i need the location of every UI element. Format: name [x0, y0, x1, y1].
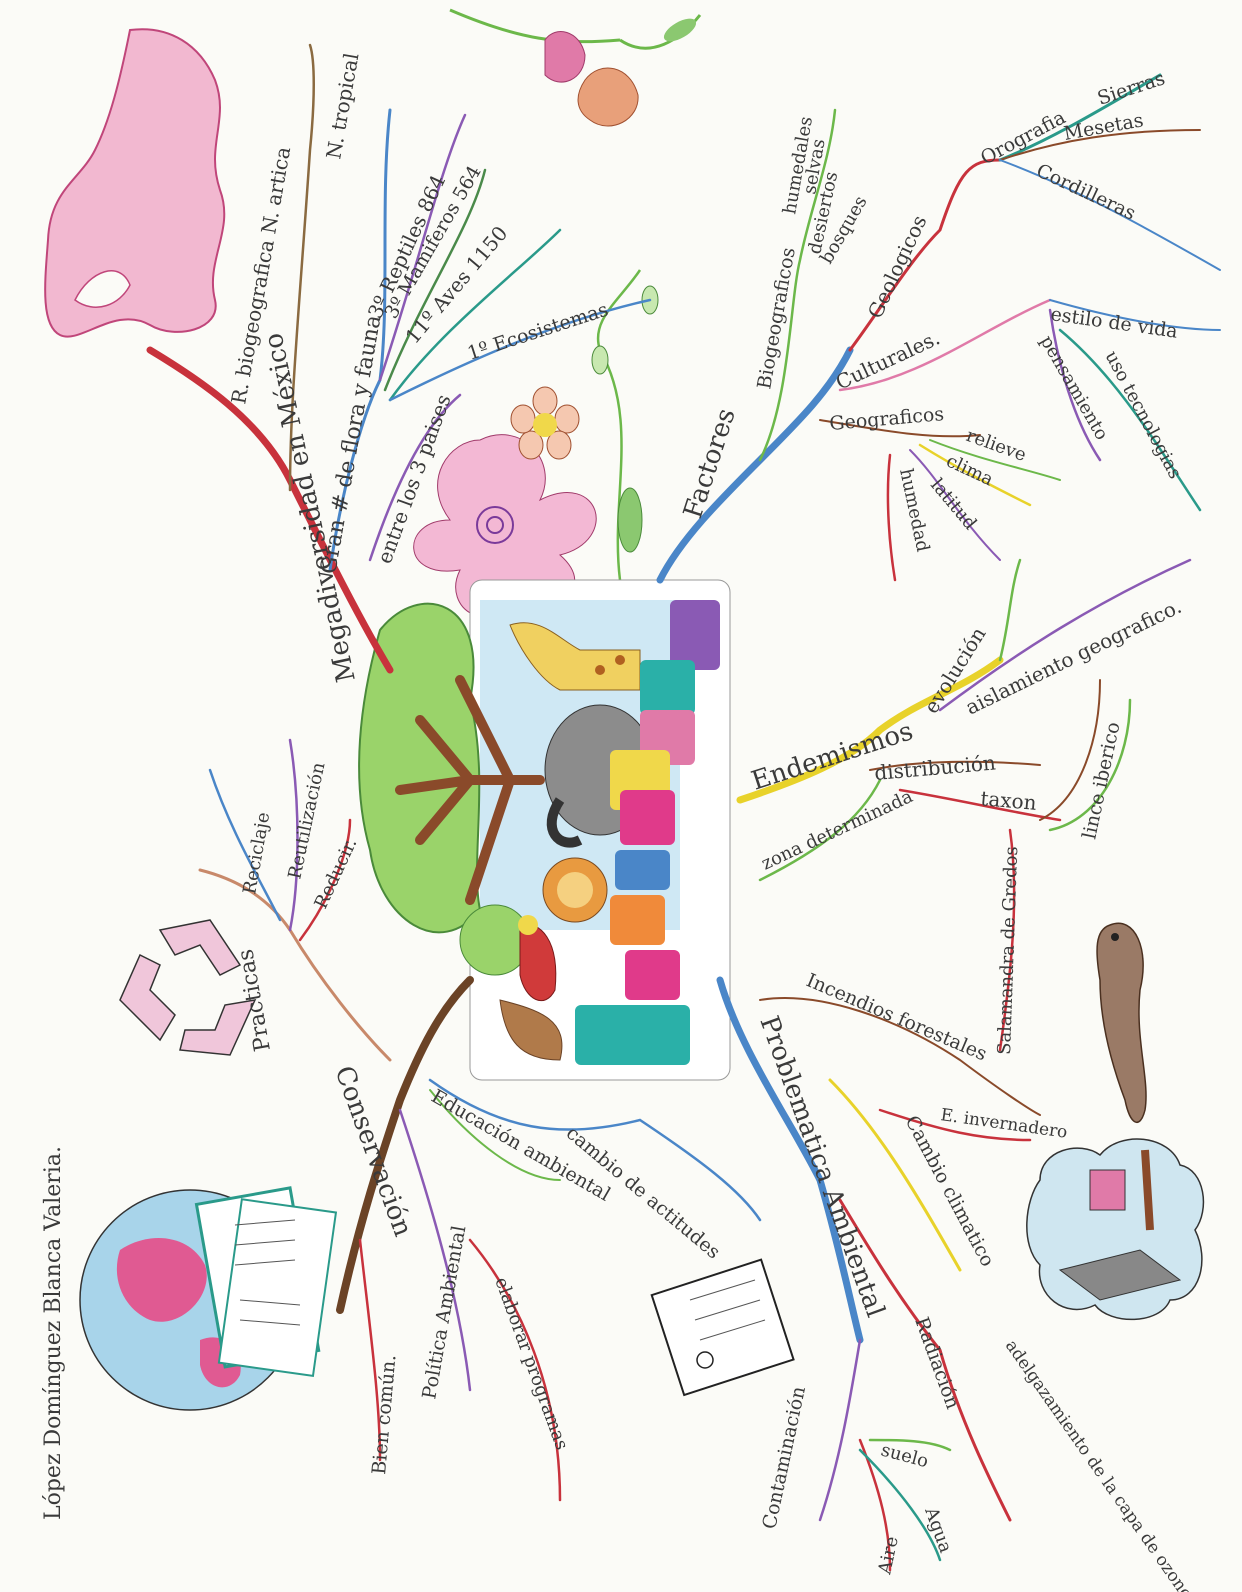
author-name: López Domínguez Blanca Valeria.	[41, 1146, 66, 1520]
prob-child-5: Contaminación	[758, 1384, 810, 1531]
factor-geog-3: humedad	[895, 467, 933, 554]
factor-geog-2: latitud	[926, 475, 981, 534]
center-illustration	[359, 580, 730, 1080]
endem-child-2: distribución	[873, 750, 996, 785]
prob-child-6: Aire	[874, 1534, 903, 1577]
recycle-icon	[120, 920, 255, 1055]
lizard-icon	[1097, 923, 1146, 1122]
mega-child-2: Gran # de flora y fauna	[316, 313, 386, 576]
factor-geo-label: Geologicos	[863, 211, 932, 322]
endem-child-3: zona determinada	[758, 786, 916, 875]
branch-endemismos-title: Endemismos	[748, 716, 917, 796]
document-icon	[652, 1260, 794, 1395]
prob-child-4: adelgazamiento de la capa de ozono	[1001, 1336, 1196, 1592]
tulip-icon	[450, 10, 700, 126]
pract-child-2: Reducir.	[310, 835, 361, 912]
factor-cult-1: pensamiento	[1036, 332, 1113, 444]
cons-child-4: Bien común.	[368, 1354, 400, 1476]
factor-geo-3: Cordilleras	[1033, 160, 1139, 225]
factor-geo-0: Orografia	[977, 106, 1069, 169]
branch-practicas-title: Practicas	[233, 947, 276, 1053]
prob-child-1: E. invernadero	[939, 1105, 1068, 1143]
endem-child-4: taxon	[980, 786, 1038, 815]
mega-child-7: 1º Ecosistemas	[465, 299, 611, 365]
landscape-icon	[1027, 1139, 1204, 1319]
factor-cult-label: Culturales.	[832, 326, 944, 395]
branch-problematica-title: Problematica Ambiental	[753, 1012, 890, 1321]
mega-child-1: N. tropical	[321, 51, 363, 161]
prob-child-8: suelo	[879, 1440, 931, 1473]
cons-child-3: elaborar programas	[490, 1275, 572, 1453]
endem-child-1: aislamiento geografico.	[962, 594, 1186, 719]
endem-child-6: Salamandra de Gredos	[994, 846, 1022, 1055]
prob-child-3: Radiación	[910, 1314, 964, 1412]
factor-cult-2: uso tecnologias	[1101, 347, 1186, 482]
factor-geo-1: Sierras	[1095, 67, 1168, 109]
mexico-map-icon	[45, 29, 224, 336]
endem-child-5: lince iberico	[1078, 720, 1124, 841]
branch-factores-title: Factores	[678, 405, 742, 522]
lion-icon	[543, 858, 607, 922]
prob-child-0: Incendios forestales	[803, 969, 990, 1065]
pract-child-1: Reutilización	[284, 760, 329, 881]
factor-geo-2: Mesetas	[1062, 109, 1145, 145]
cons-child-2: Política Ambiental	[418, 1224, 470, 1401]
